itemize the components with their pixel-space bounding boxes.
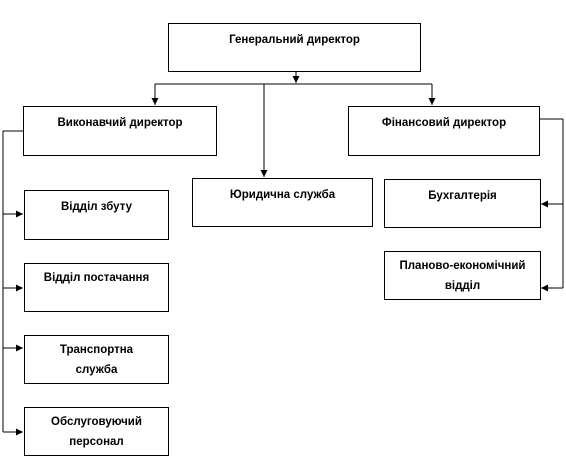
supply-department-label: Відділ постачання (43, 272, 150, 284)
service-staff-box: Обслуговуючий персонал (24, 407, 169, 456)
legal-service-box: Юридична служба (192, 178, 373, 227)
financial-director-label: Фінансовий директор (381, 117, 507, 129)
financial-director-box: Фінансовий директор (348, 106, 540, 156)
planning-economic-department-label: Планово-економічний відділ (399, 260, 526, 292)
executive-director-label: Виконавчий директор (57, 117, 183, 129)
accounting-box: Бухгалтерія (384, 179, 541, 228)
accounting-label: Бухгалтерія (428, 190, 497, 202)
transport-service-box: Транспортна служба (24, 335, 169, 384)
general-director-box: Генеральний директор (168, 23, 421, 72)
transport-service-label: Транспортна служба (59, 344, 134, 376)
executive-director-box: Виконавчий директор (23, 106, 217, 156)
sales-department-label: Відділ збуту (60, 201, 133, 213)
service-staff-label: Обслуговуючий персонал (51, 416, 142, 448)
general-director-label: Генеральний директор (229, 34, 360, 46)
planning-economic-department-box: Планово-економічний відділ (384, 251, 541, 300)
sales-department-box: Відділ збуту (24, 190, 169, 240)
legal-service-label: Юридична служба (229, 189, 336, 201)
supply-department-box: Відділ постачання (24, 263, 169, 312)
